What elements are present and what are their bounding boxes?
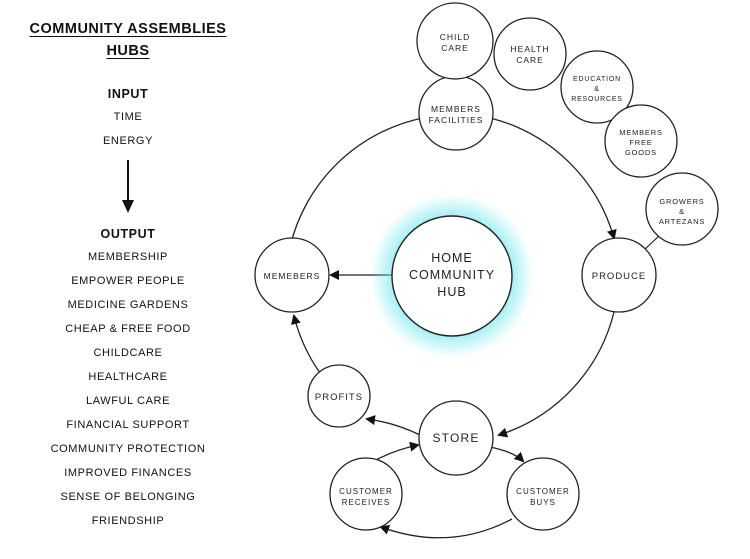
output-item: MEDICINE GARDENS [67,299,189,311]
node-label: RECEIVES [342,498,390,507]
output-item: LAWFUL CARE [85,395,171,407]
output-item: IMPROVED FINANCES [64,467,192,479]
facility-label: & [679,207,685,216]
input-heading: INPUT [107,87,149,101]
orbit-arc-memebers-to-facilities [286,117,424,249]
output-item: EMPOWER PEOPLE [71,275,185,287]
hub-label: HOME [431,251,473,265]
facility-label: GROWERS [659,197,704,206]
arc-customer-buys-to-receives [379,518,513,539]
node-store [418,400,494,476]
node-label: PROFITS [315,392,363,403]
left-panel: COMMUNITY ASSEMBLIES HUBS INPUT TIME ENE… [0,0,256,559]
facility-label: CARE [516,55,544,65]
orbit-arc-facilities-to-produce [489,117,617,240]
facility-child-care [416,2,494,80]
input-item-energy: ENERGY [102,135,154,147]
output-item: FRIENDSHIP [91,515,165,527]
facility-growers-artezans [645,172,719,246]
node-label: FACILITIES [429,115,484,125]
facility-label: CARE [441,43,469,53]
facility-label: EDUCATION [573,76,621,83]
output-item: SENSE OF BELONGING [60,491,196,503]
facility-label: RESOURCES [571,96,623,103]
node-label: CUSTOMER [516,487,570,496]
node-label: MEMBERS [431,104,481,114]
output-item: FINANCIAL SUPPORT [66,419,190,431]
arc-receives-to-store [371,441,420,463]
facility-label: GOODS [625,148,657,157]
output-item: CHEAP & FREE FOOD [65,323,191,335]
facility-label: MEMBERS [619,128,663,137]
orbit-arc-produce-to-store [497,311,615,438]
facility-label: HEALTH [511,44,550,54]
output-item: COMMUNITY PROTECTION [50,443,206,455]
facility-label: CHILD [440,32,471,42]
node-label: BUYS [530,498,556,507]
title-line-1: COMMUNITY ASSEMBLIES [29,21,227,37]
input-item-time: TIME [113,111,143,123]
output-item: HEALTHCARE [88,371,168,383]
node-customer-buys [506,457,580,531]
orbit-arc-profits-to-memebers [291,314,321,374]
hub-label: COMMUNITY [409,268,495,282]
orbit-arc-store-to-profits [365,415,421,436]
down-arrow-icon [122,160,134,213]
output-heading: OUTPUT [100,227,156,241]
facility-label: ARTEZANS [659,217,705,226]
facility-health-care [493,17,567,91]
facility-education-resources [560,50,634,124]
arc-store-to-customer-buys [489,446,525,463]
node-customer-receives [329,457,403,531]
hub-label: HUB [437,285,466,299]
node-profits [307,364,371,428]
node-label: CUSTOMER [339,487,393,496]
facility-members-free-goods [604,104,678,178]
output-item: CHILDCARE [93,347,163,359]
node-memebers [254,237,330,313]
node-label: STORE [432,431,479,445]
facility-label: FREE [629,138,652,147]
node-label: PRODUCE [592,271,647,282]
title-line-2: HUBS [106,43,150,59]
home-community-hub [391,215,513,337]
connector-produce-growers [642,234,661,252]
output-item: MEMBERSHIP [88,251,168,263]
node-label: MEMEBERS [264,271,321,281]
node-produce [581,237,657,313]
facility-label: & [594,86,599,93]
